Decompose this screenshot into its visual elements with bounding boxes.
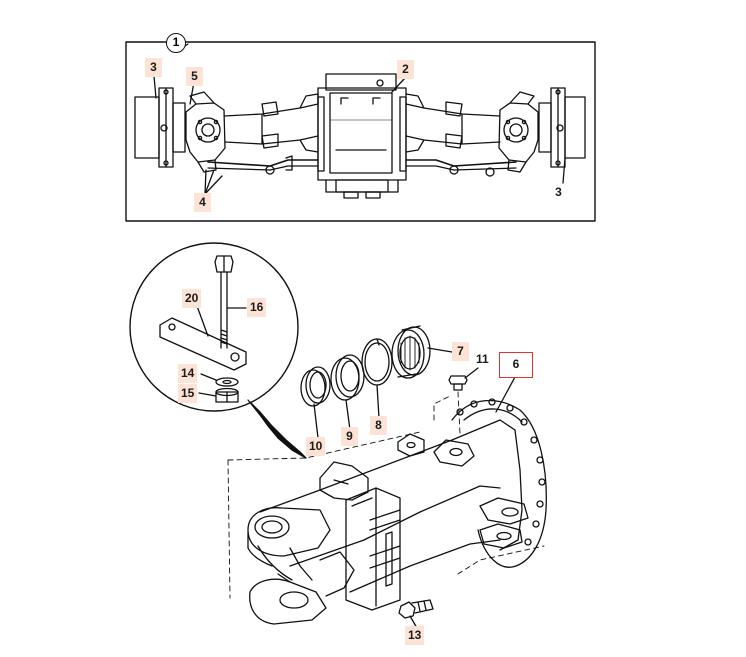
part-label-3-right[interactable]: 3 (555, 185, 562, 199)
part-label-14[interactable]: 14 (178, 364, 198, 383)
axle-assembly-view (125, 41, 596, 222)
axle-housing (227, 376, 547, 625)
part-label-16[interactable]: 16 (247, 298, 267, 317)
part-label-13[interactable]: 13 (405, 626, 425, 645)
part-label-15[interactable]: 15 (178, 384, 198, 403)
breather-plug (448, 367, 479, 391)
part-label-10[interactable]: 10 (306, 437, 326, 456)
mounting-bolt (398, 599, 434, 629)
part-label-8[interactable]: 8 (370, 416, 387, 435)
part-label-2[interactable]: 2 (397, 60, 414, 79)
part-label-9[interactable]: 9 (341, 427, 358, 446)
part-label-11[interactable]: 11 (476, 352, 489, 366)
part-label-4[interactable]: 4 (194, 193, 211, 212)
detail-inset (129, 242, 307, 459)
assembly-callout-badge[interactable]: 1 (166, 33, 186, 53)
part-label-20[interactable]: 20 (182, 289, 202, 308)
part-label-3-left[interactable]: 3 (145, 58, 162, 77)
part-label-7[interactable]: 7 (452, 342, 469, 361)
bearing-stack (300, 325, 453, 439)
part-label-5[interactable]: 5 (186, 67, 203, 86)
part-label-6-selected[interactable]: 6 (499, 352, 533, 378)
